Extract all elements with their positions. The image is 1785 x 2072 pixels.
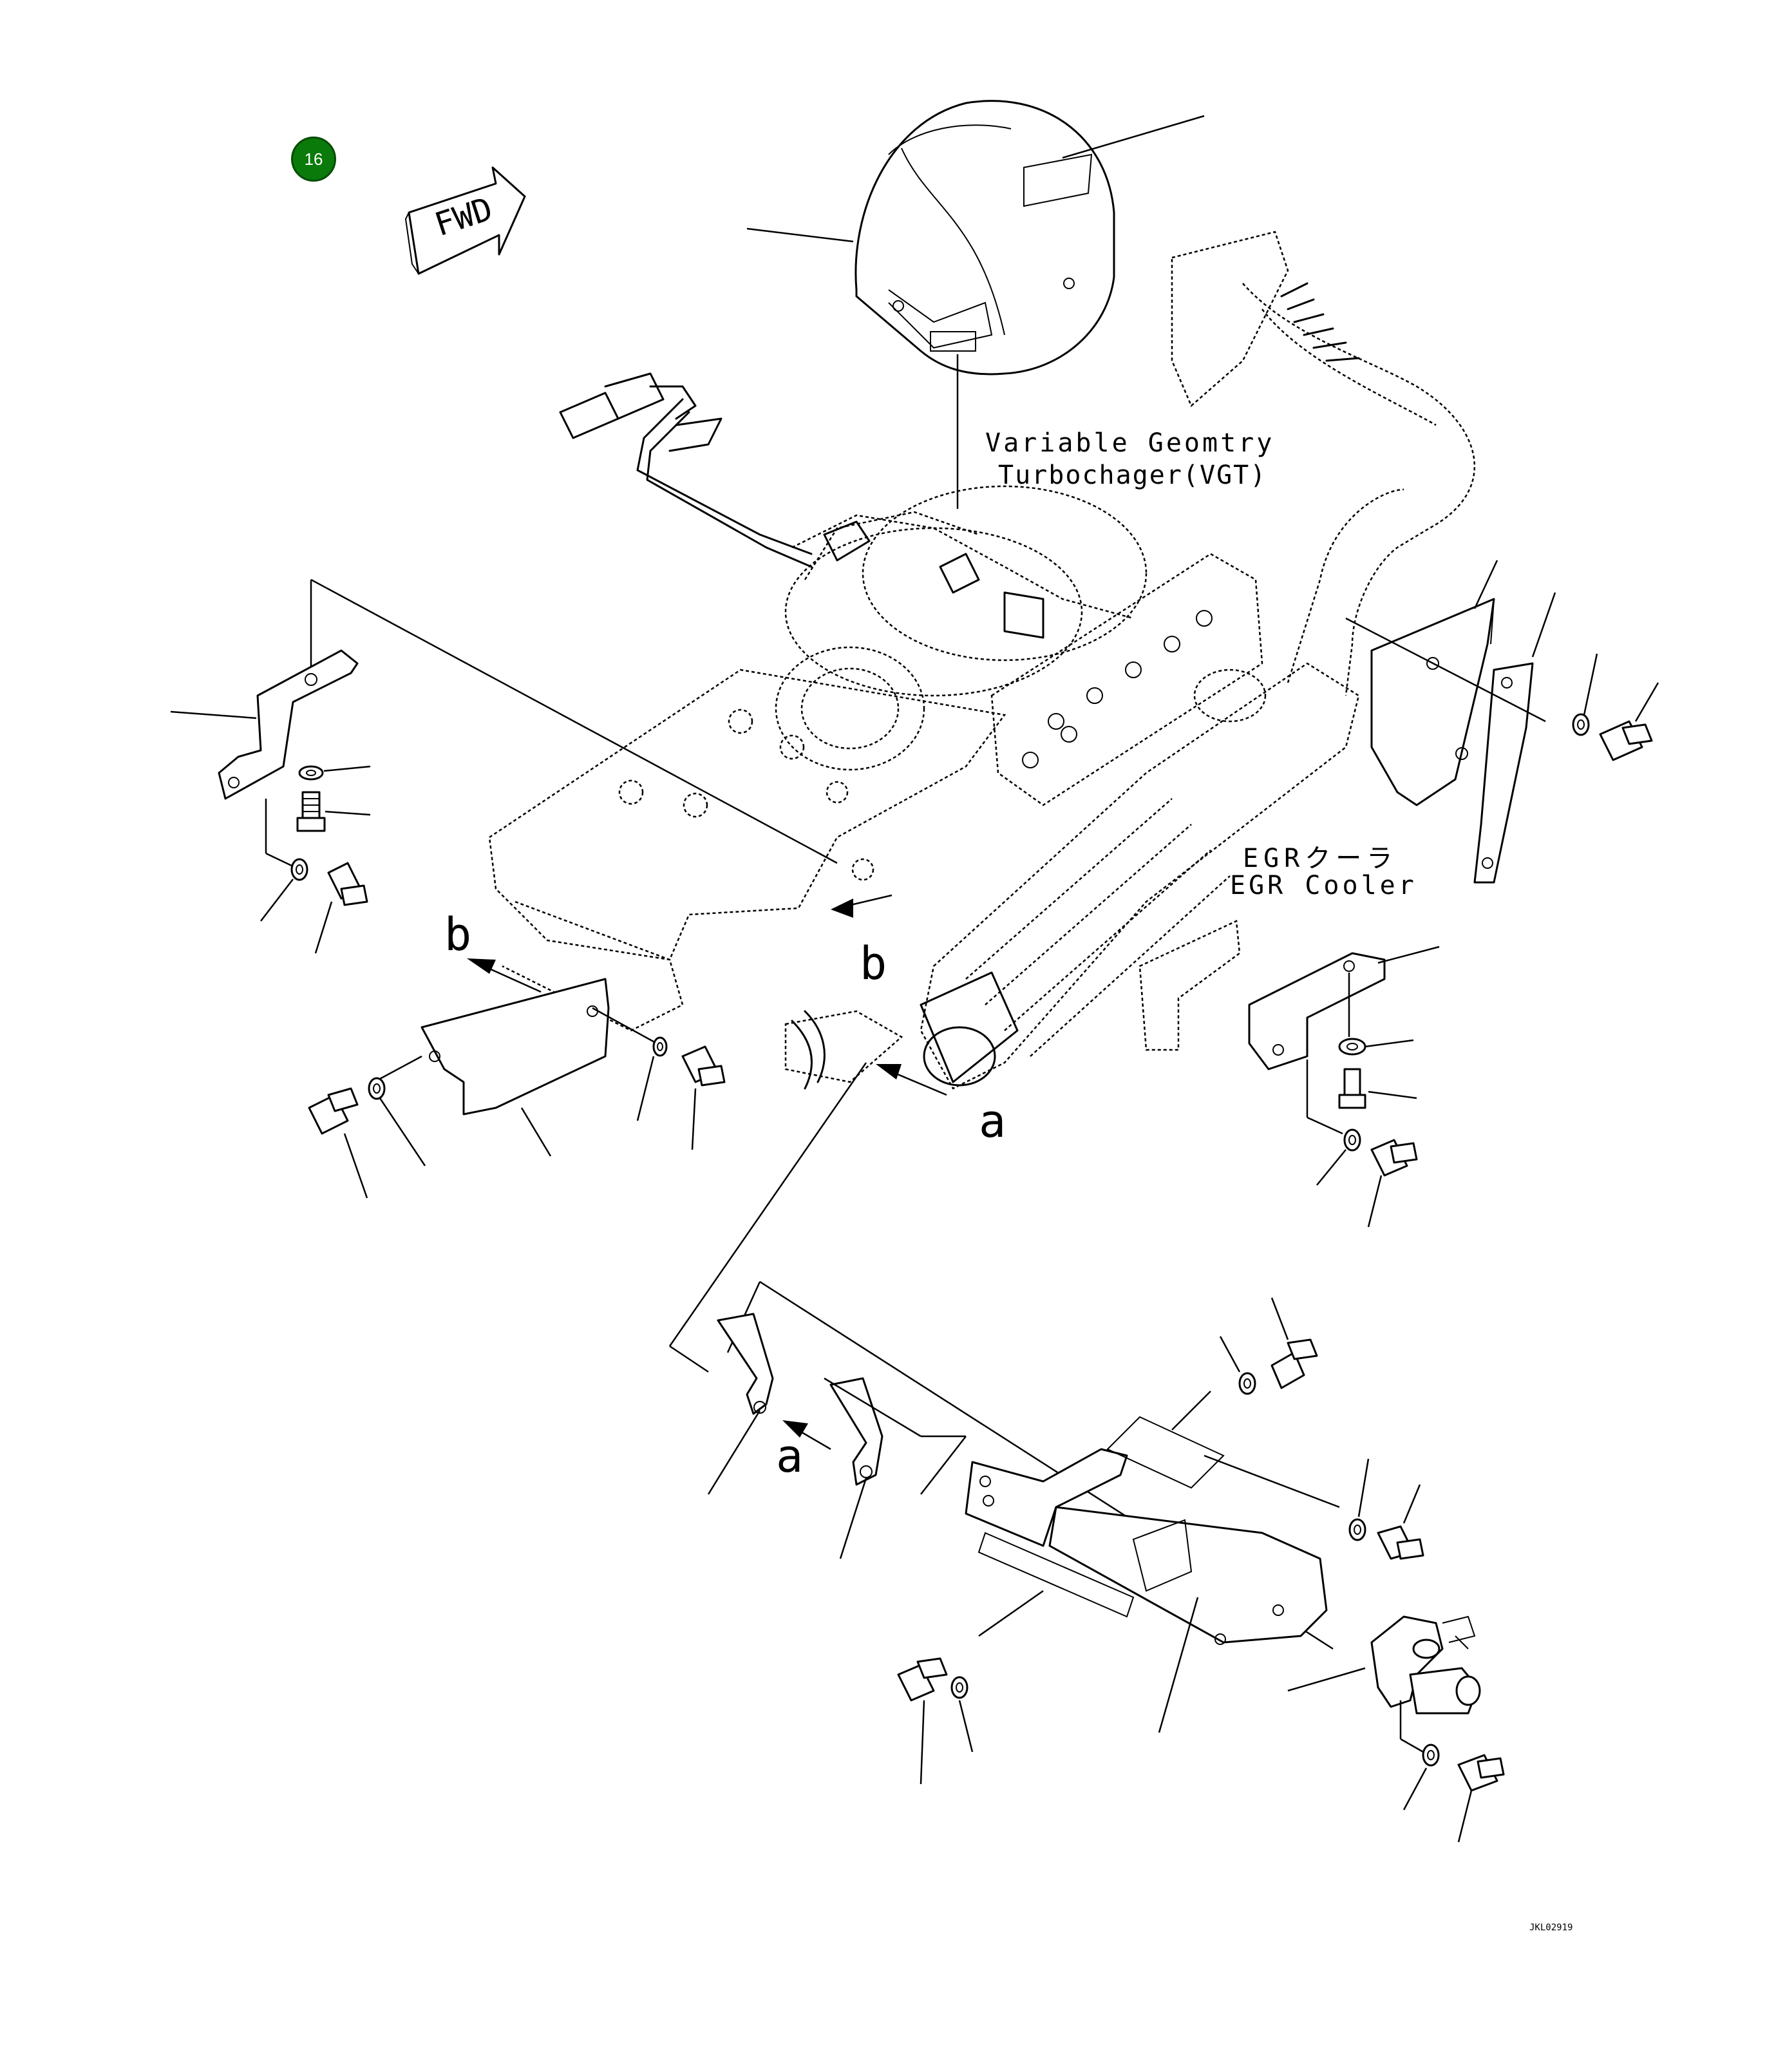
washer-icon xyxy=(1338,1038,1366,1056)
ref-mark-b-right: b xyxy=(860,937,887,990)
washer-icon xyxy=(652,1036,668,1057)
fwd-arrow-icon xyxy=(404,166,526,275)
bolt-icon xyxy=(308,1087,359,1135)
washer-icon xyxy=(1343,1128,1361,1152)
bolt-icon xyxy=(1270,1338,1318,1389)
ref-mark-a-upper: a xyxy=(979,1095,1006,1148)
washer-icon xyxy=(1348,1518,1366,1541)
bolt-icon xyxy=(897,1657,948,1702)
bolt-icon xyxy=(1338,1068,1366,1109)
bracket-right-upper xyxy=(1370,598,1534,884)
vgt-label-line1: Variable Geomtry xyxy=(985,428,1275,458)
lower-bracket-assembly xyxy=(717,1280,1334,1650)
engine-frame xyxy=(488,669,1006,1032)
turbo-heat-shield xyxy=(855,100,1115,375)
bolt-icon xyxy=(327,862,368,906)
bolt-icon xyxy=(1457,1754,1505,1792)
vgt-turbocharger xyxy=(775,485,1148,771)
ref-mark-a-lower: a xyxy=(776,1430,804,1483)
washer-icon xyxy=(298,765,324,781)
bolt-icon xyxy=(681,1045,726,1087)
drawing-code: JKL02919 xyxy=(1529,1923,1573,1933)
egr-cooler-en-label: EGR Cooler xyxy=(1230,871,1417,900)
washer-icon xyxy=(1422,1744,1440,1767)
sensor-harness xyxy=(559,372,813,568)
washer-icon xyxy=(290,858,308,881)
bolt-icon xyxy=(1370,1139,1418,1177)
egr-cooler-jp-label: EGRクーラ xyxy=(1243,844,1398,873)
washer-icon xyxy=(368,1077,386,1100)
exhaust-manifold xyxy=(990,553,1263,806)
washer-icon xyxy=(950,1676,968,1699)
washer-icon xyxy=(1238,1372,1256,1395)
egr-cooler xyxy=(784,662,1360,1090)
bracket-right-middle xyxy=(1138,920,1386,1070)
washer-icon xyxy=(1572,713,1590,736)
bracket-upper-left xyxy=(170,578,838,864)
callout-badge: 16 xyxy=(291,137,336,182)
vgt-label-line2: Turbochager(VGT) xyxy=(998,461,1267,490)
bolt-icon xyxy=(1599,720,1653,761)
bolt-icon xyxy=(1377,1525,1424,1560)
solenoid-valve xyxy=(1370,1615,1481,1715)
ref-mark-b-left: b xyxy=(444,908,472,961)
bracket-plate-left xyxy=(420,978,610,1116)
bolt-icon xyxy=(296,791,326,832)
egr-pipe xyxy=(1171,231,1475,696)
